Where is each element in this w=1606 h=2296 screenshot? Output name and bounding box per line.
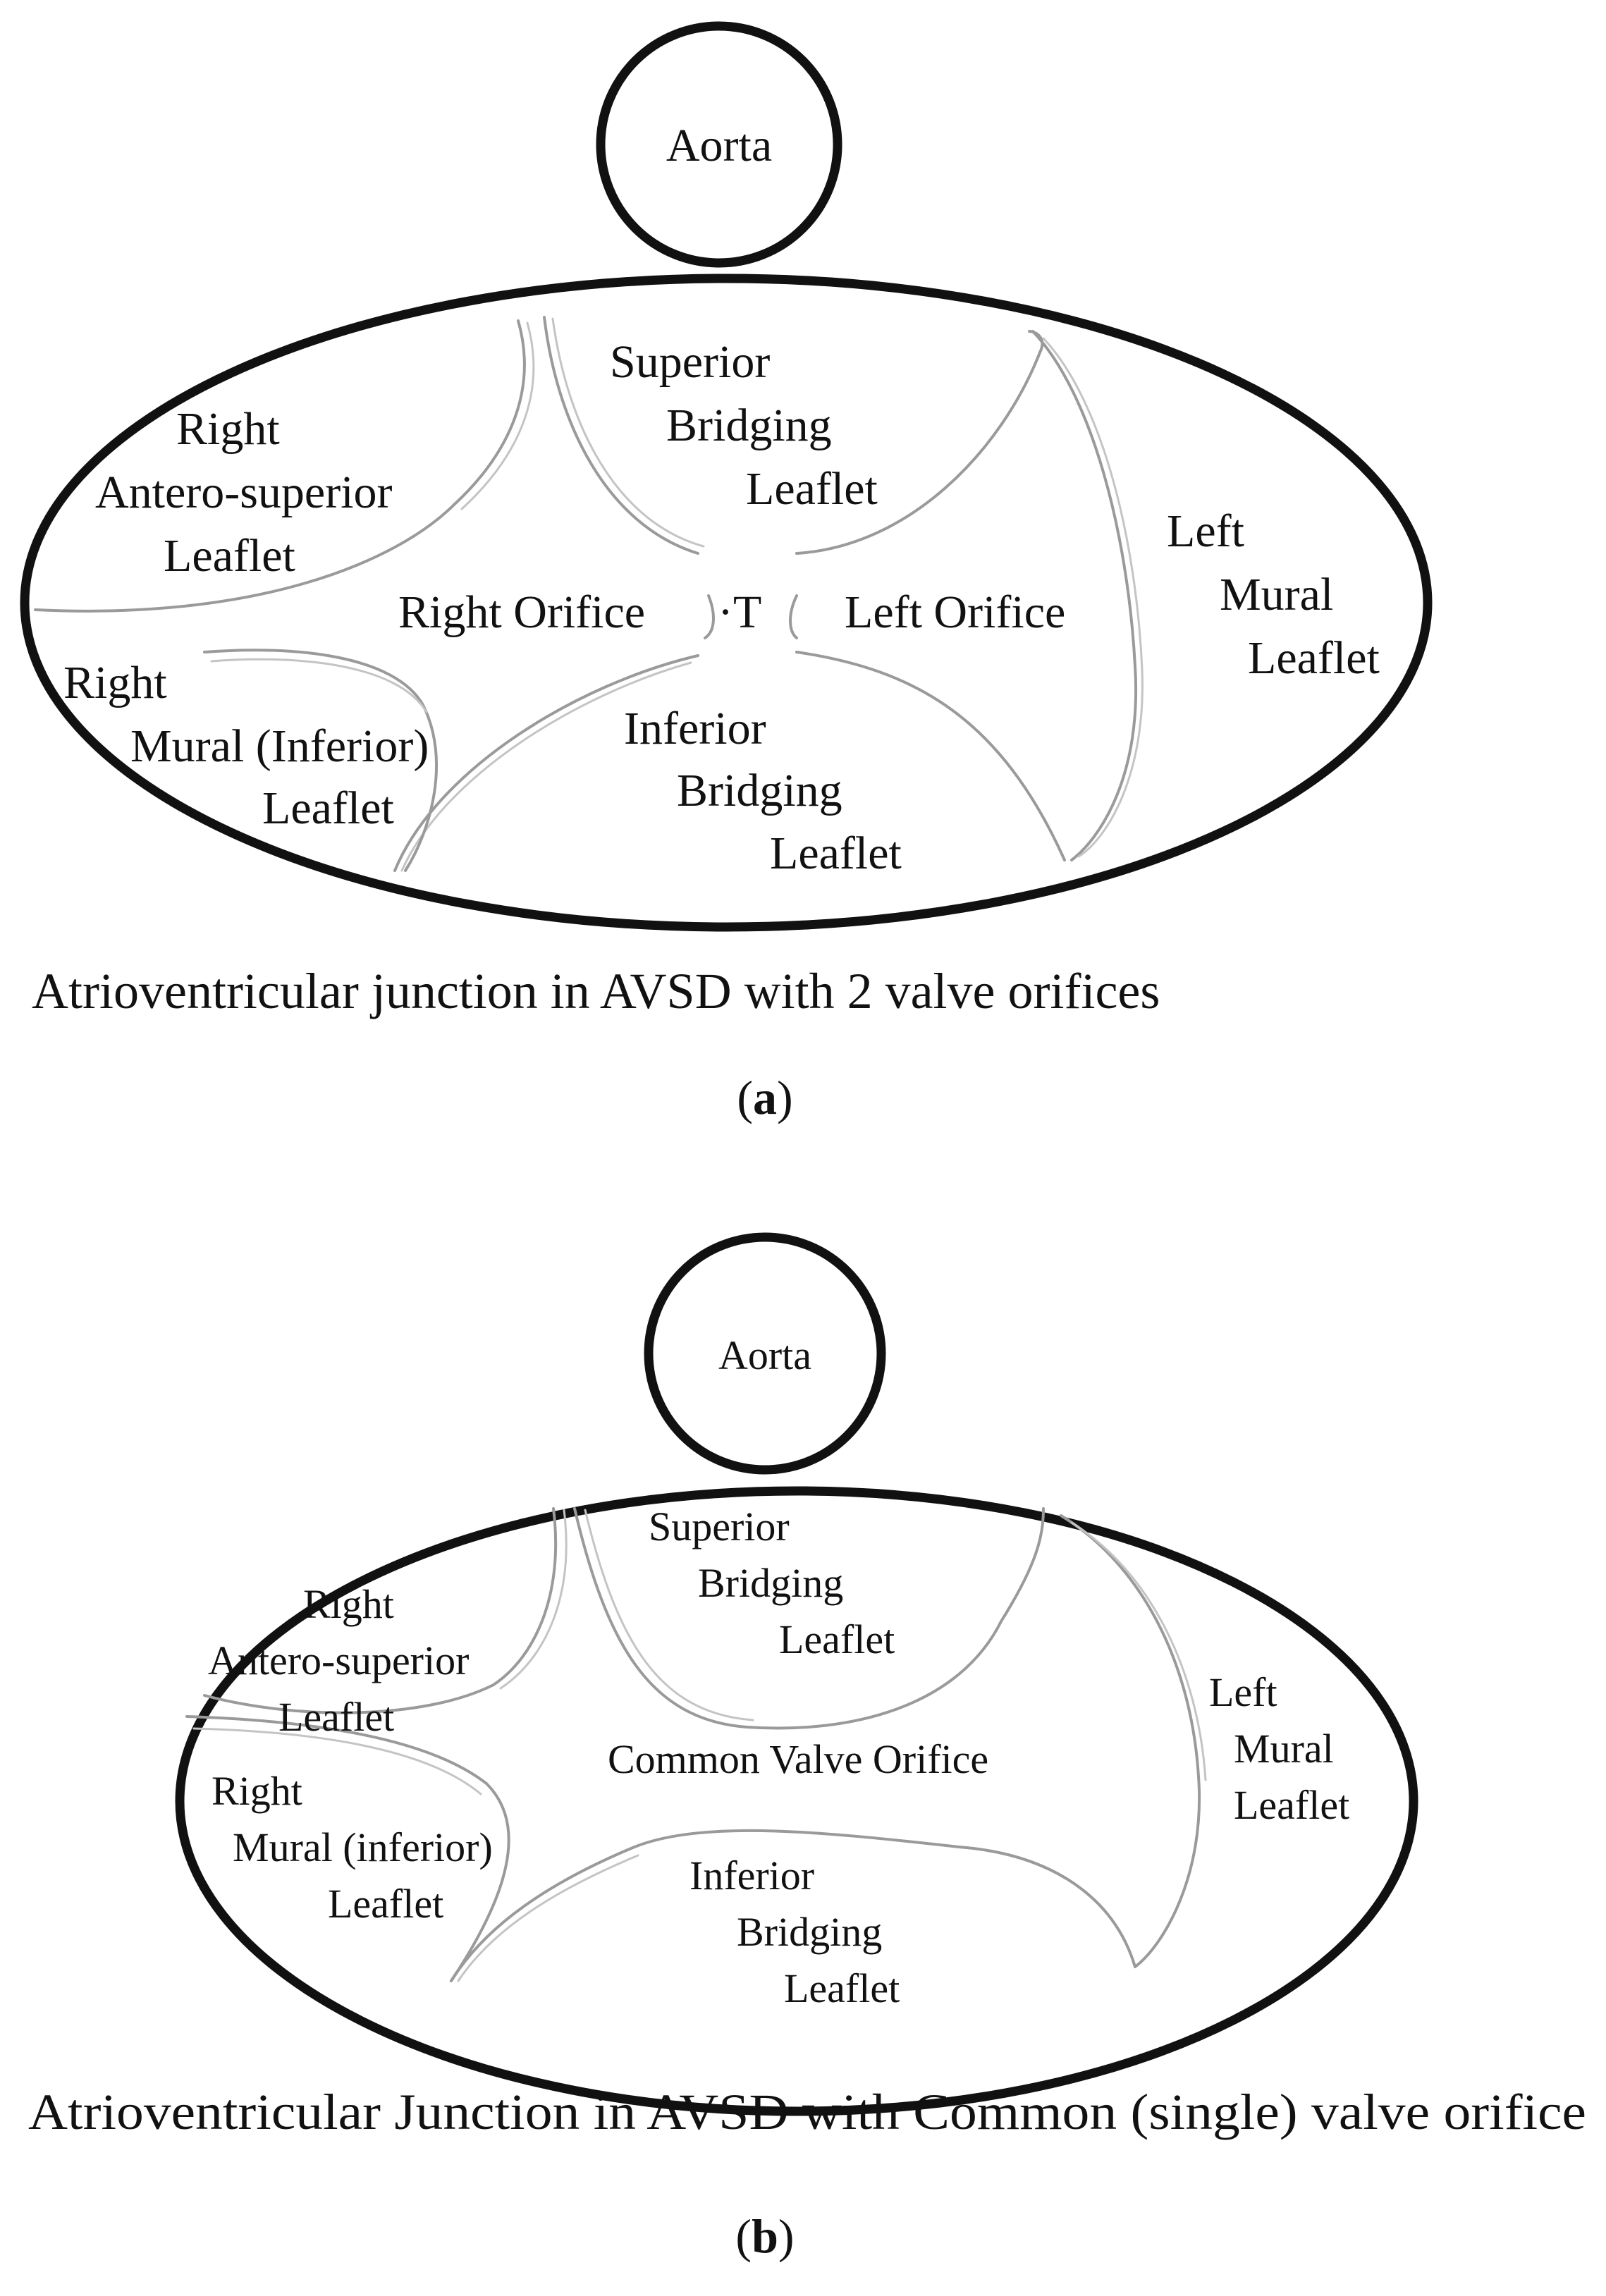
figure-a: Aorta Superior Bridging Leaflet Right An… — [20, 21, 1433, 1124]
right-antero-superior-leaflet-b: Right Antero-superior Leaflet — [208, 1581, 479, 1740]
left-mural-line-3: Leaflet — [1234, 1782, 1349, 1828]
superior-bridging-line-3: Leaflet — [779, 1616, 895, 1662]
right-mural-line-3: Leaflet — [262, 782, 394, 834]
caption-b: Atrioventricular Junction in AVSD with C… — [28, 2084, 1586, 2140]
caption-a: Atrioventricular junction in AVSD with 2… — [32, 963, 1160, 1019]
leaflet-boundaries-b — [185, 1507, 1207, 1982]
right-antero-line-1: Right — [176, 403, 280, 455]
superior-bridging-leaflet-b: Superior Bridging Leaflet — [649, 1504, 895, 1662]
av-junction-outline-a — [20, 274, 1433, 932]
right-antero-line-2: Antero-superior — [208, 1638, 469, 1683]
left-mural-line-3: Leaflet — [1248, 632, 1380, 684]
left-mural-leaflet-b: Left Mural Leaflet — [1209, 1669, 1349, 1828]
right-antero-line-3: Leaflet — [164, 530, 295, 582]
inferior-bridging-leaflet-a: Inferior Bridging Leaflet — [624, 703, 902, 879]
inferior-bridging-line-1: Inferior — [689, 1853, 814, 1898]
common-valve-orifice-label: Common Valve Orifice — [608, 1736, 988, 1782]
aorta-label-a: Aorta — [666, 120, 772, 171]
right-antero-superior-leaflet-a: Right Antero-superior Leaflet — [95, 403, 404, 582]
right-mural-line-2: Mural (inferior) — [233, 1824, 493, 1870]
right-mural-inferior-leaflet-b: Right Mural (inferior) Leaflet — [212, 1768, 503, 1927]
right-mural-inferior-leaflet-a: Right Mural (Inferior) Leaflet — [63, 657, 441, 834]
inferior-bridging-leaflet-b: Inferior Bridging Leaflet — [689, 1853, 900, 2011]
superior-bridging-line-3: Leaflet — [746, 463, 878, 515]
superior-bridging-line-2: Bridging — [666, 400, 832, 451]
av-junction-outline-b — [175, 1486, 1418, 2116]
right-mural-line-1: Right — [63, 657, 167, 708]
right-mural-line-2: Mural (Inferior) — [130, 720, 429, 772]
right-antero-line-1: Right — [303, 1581, 394, 1627]
panel-label-b: (b) — [735, 2209, 794, 2263]
superior-bridging-line-1: Superior — [610, 336, 770, 388]
inferior-bridging-line-2: Bridging — [737, 1909, 882, 1955]
inferior-bridging-line-2: Bridging — [677, 765, 842, 816]
superior-bridging-line-2: Bridging — [698, 1560, 843, 1606]
tissue-marker: ·T — [718, 587, 761, 638]
right-mural-line-1: Right — [212, 1768, 302, 1814]
right-antero-line-2: Antero-superior — [95, 467, 393, 518]
panel-label-a: (a) — [737, 1071, 792, 1124]
leaflet-boundaries-a — [34, 316, 1144, 872]
aorta-circle-a — [596, 21, 842, 268]
left-mural-line-1: Left — [1209, 1669, 1277, 1715]
inferior-bridging-line-1: Inferior — [624, 703, 766, 754]
right-antero-line-3: Leaflet — [278, 1694, 394, 1740]
aorta-label-b: Aorta — [718, 1332, 811, 1378]
inferior-bridging-line-3: Leaflet — [784, 1965, 900, 2011]
left-orifice-label: Left Orifice — [845, 587, 1065, 638]
aorta-circle-b — [644, 1232, 886, 1475]
figure-b: Aorta Superior Bridging Leaflet Right An… — [28, 1232, 1586, 2263]
right-mural-line-3: Leaflet — [328, 1881, 443, 1927]
left-mural-leaflet-a: Left Mural Leaflet — [1167, 505, 1380, 684]
right-orifice-label: Right Orifice — [398, 587, 645, 638]
left-mural-line-2: Mural — [1220, 569, 1333, 620]
inferior-bridging-line-3: Leaflet — [770, 828, 902, 879]
left-mural-line-2: Mural — [1234, 1726, 1334, 1772]
panel-letter-a: a — [753, 1071, 777, 1124]
panel-letter-b: b — [752, 2209, 778, 2263]
left-mural-line-1: Left — [1167, 505, 1244, 557]
superior-bridging-leaflet-a: Superior Bridging Leaflet — [610, 336, 878, 515]
superior-bridging-line-1: Superior — [649, 1504, 790, 1549]
